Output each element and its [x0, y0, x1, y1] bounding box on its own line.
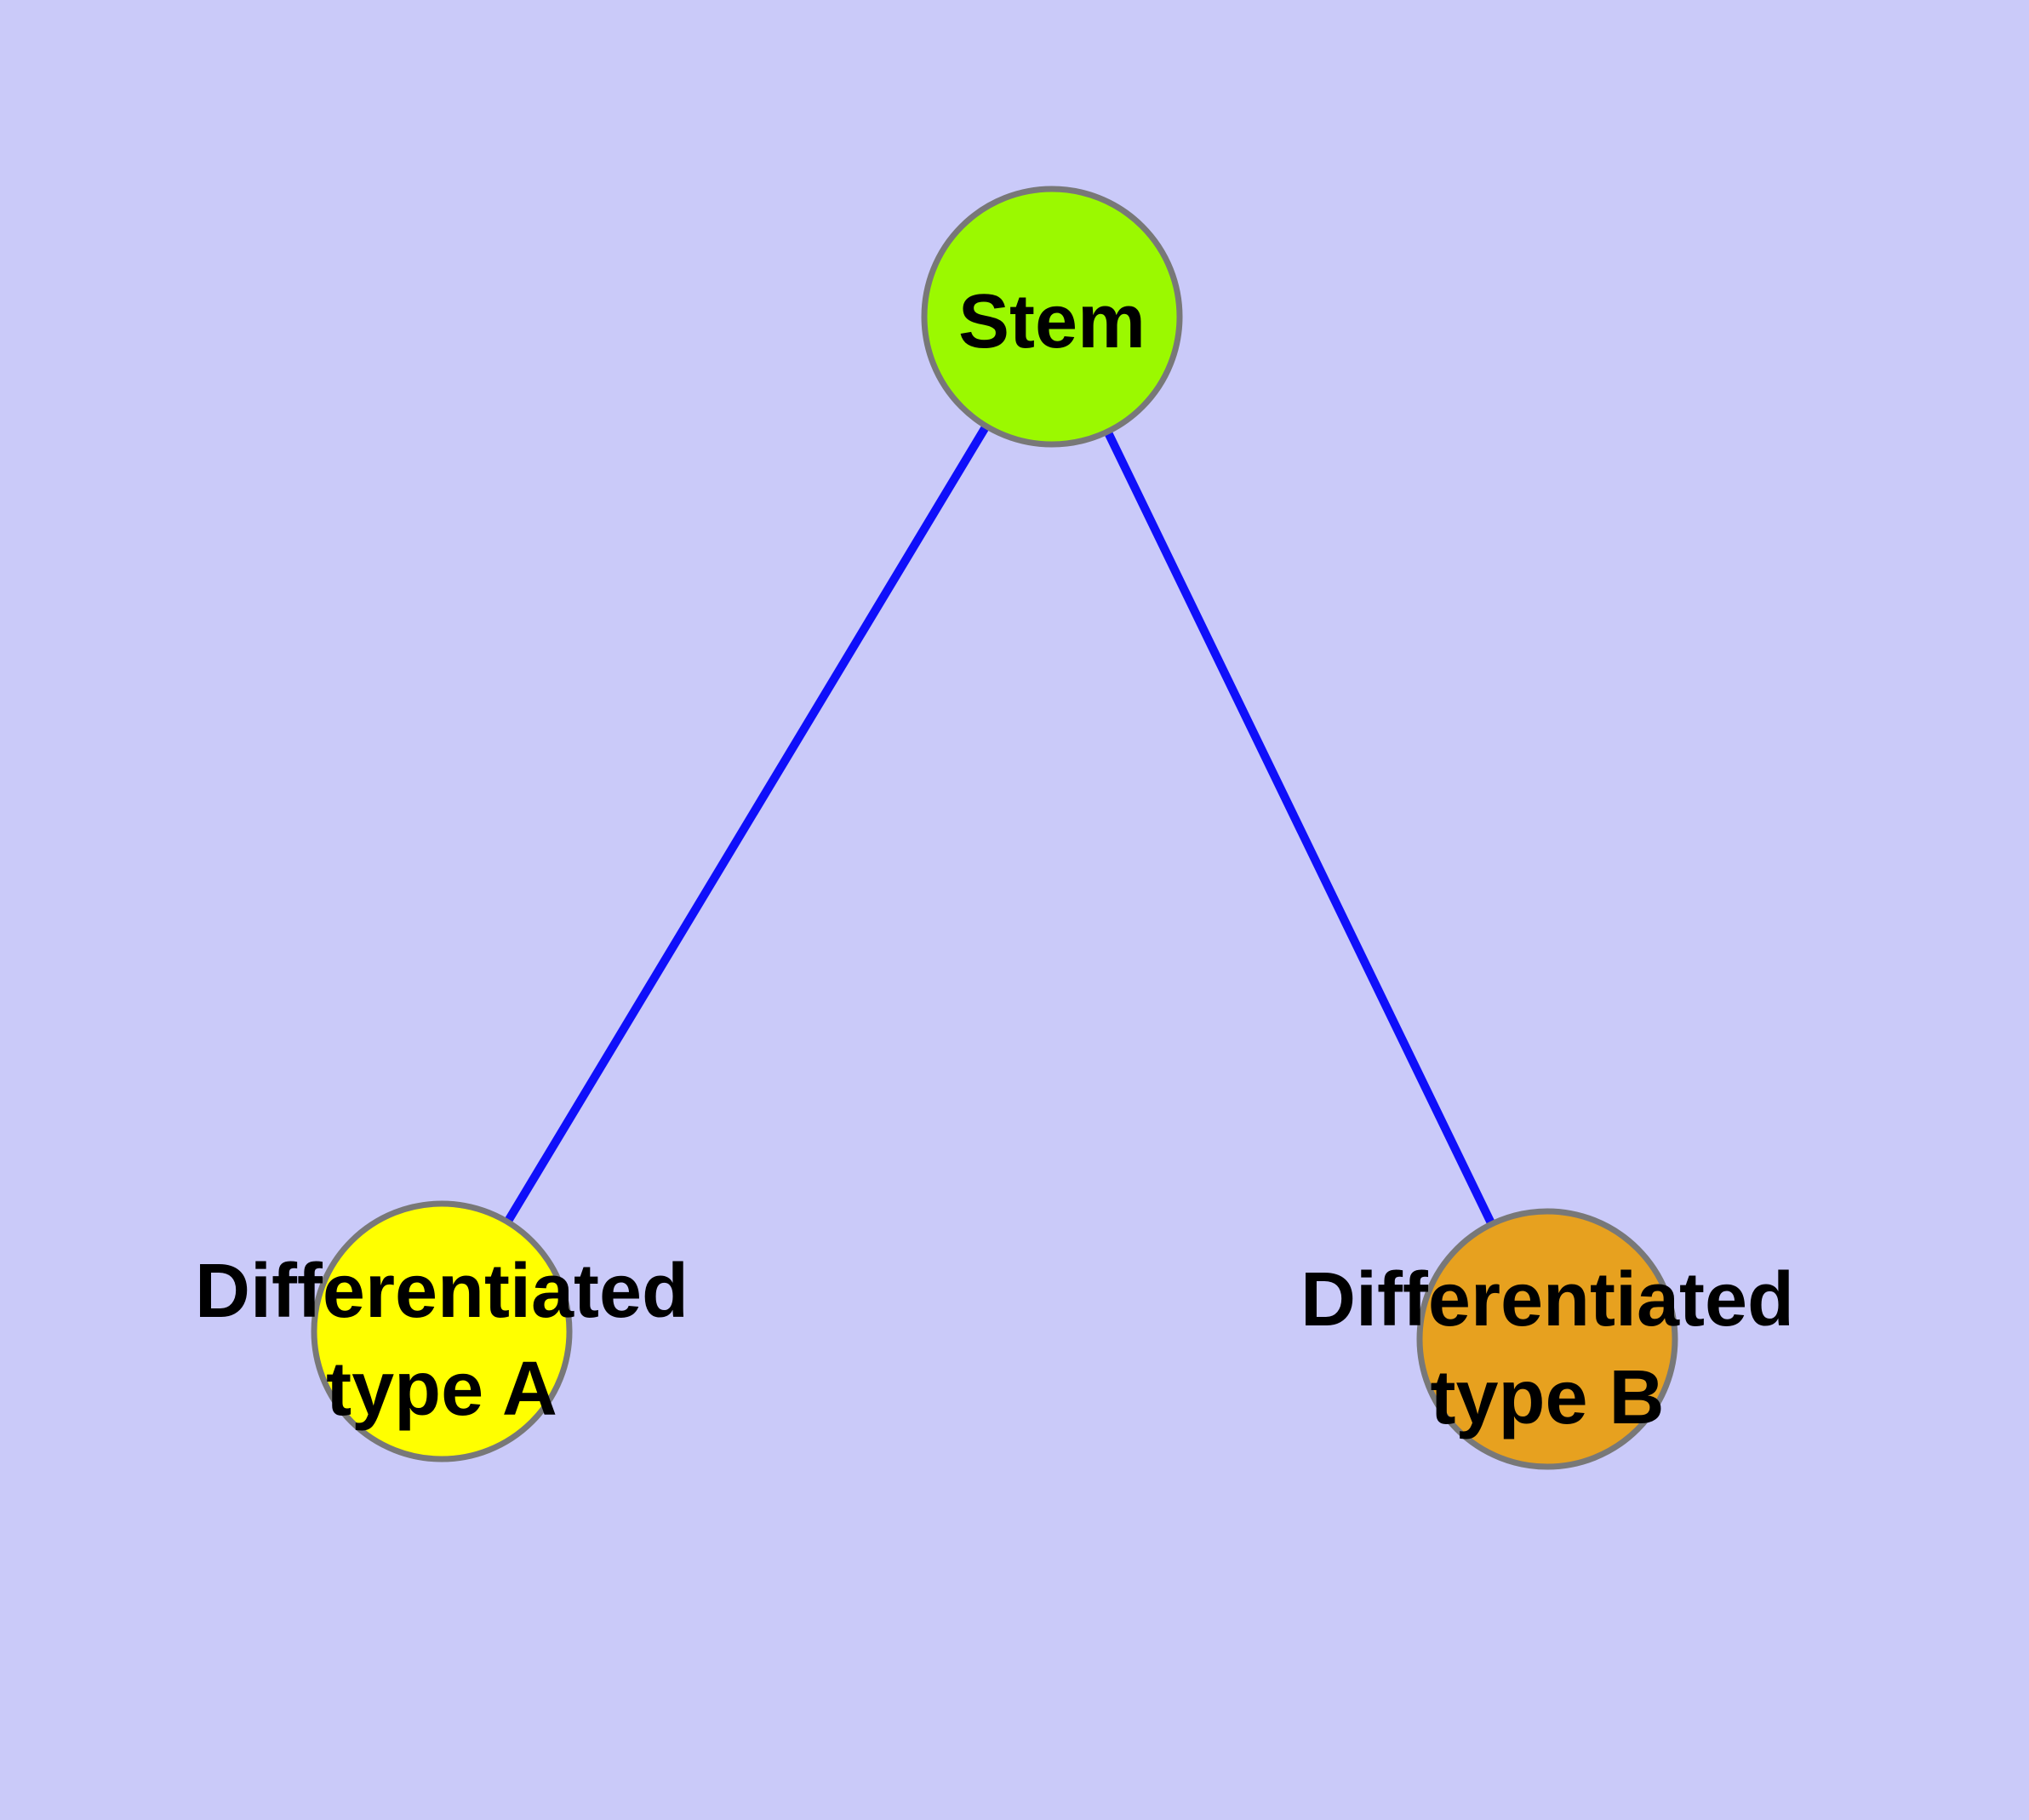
- edge-stem-to-type-b: [1048, 314, 1552, 1342]
- type-a-node-label-line1: Differentiated: [195, 1249, 689, 1334]
- type-b-node-label-line1: Differentiated: [1300, 1257, 1794, 1342]
- stem-node-label: Stem: [958, 279, 1146, 364]
- type-b-node-circle: [1416, 1208, 1678, 1470]
- node-differentiated-type-b: Differentiated type B: [1300, 1208, 1794, 1470]
- type-a-node-circle: [311, 1200, 573, 1462]
- stem-node-circle: [921, 186, 1183, 448]
- node-differentiated-type-a: Differentiated type A: [195, 1200, 689, 1462]
- node-stem: Stem: [921, 186, 1183, 448]
- edge-stem-to-type-a: [437, 314, 1056, 1334]
- type-a-node-label-line2: type A: [326, 1347, 557, 1432]
- type-b-node-label-line2: type B: [1430, 1355, 1664, 1440]
